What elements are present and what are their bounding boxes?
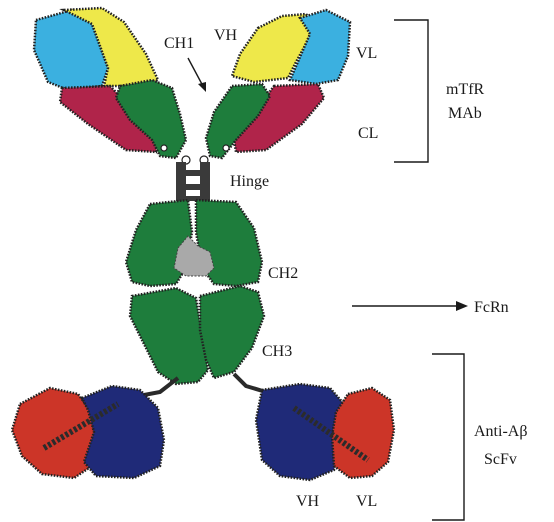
label-vl-top: VL	[356, 45, 377, 62]
label-hinge: Hinge	[230, 173, 269, 190]
ch1-pointer-arrowhead	[198, 82, 206, 92]
label-vl-bottom: VL	[356, 493, 377, 510]
label-scfv: ScFv	[484, 451, 517, 468]
label-ch2: CH2	[268, 265, 298, 282]
right-linker	[234, 374, 266, 392]
label-vh-bottom: VH	[296, 493, 320, 510]
left-scfv-vh-domain	[82, 386, 164, 478]
label-anti-abeta: Anti-Aβ	[474, 423, 527, 440]
label-ch1: CH1	[164, 35, 194, 52]
mtfr-bracket	[394, 20, 428, 162]
scfv-bracket	[432, 354, 464, 520]
label-mab: MAb	[448, 105, 482, 122]
left-ch3-domain	[130, 288, 208, 384]
label-cl: CL	[358, 125, 378, 142]
right-ch3-domain	[200, 286, 264, 378]
label-fcrn: FcRn	[474, 299, 509, 316]
hinge-region	[176, 162, 210, 201]
label-vh-top: VH	[214, 27, 238, 44]
fcrn-arrowhead	[456, 301, 468, 311]
right-scfv-vh-domain	[256, 384, 344, 480]
label-ch3: CH3	[262, 343, 292, 360]
label-mtfr: mTfR	[446, 81, 485, 98]
